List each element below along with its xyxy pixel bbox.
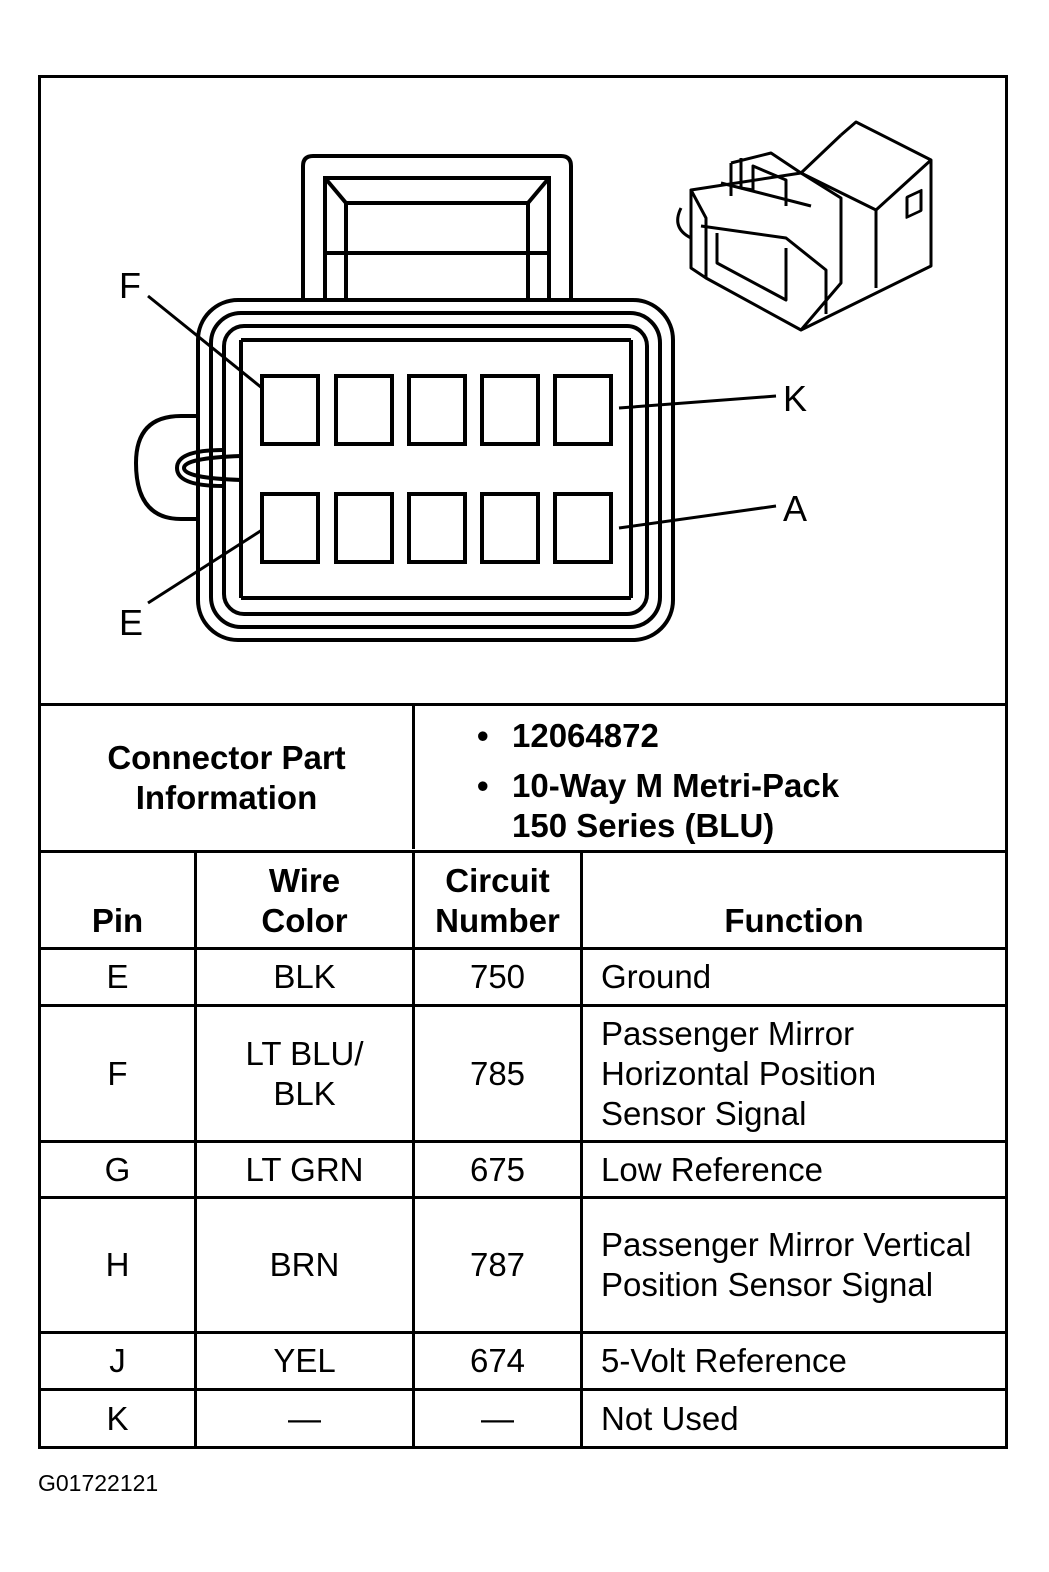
pin-label-bottom-left: E [119, 602, 143, 643]
header-bottom-border [41, 947, 1005, 950]
cell-circuit: 787 [469, 1246, 526, 1283]
cell-pin: G [104, 1150, 131, 1188]
cell-function: Passenger Mirror Vertical Position Senso… [601, 1226, 972, 1303]
connector-figure-frame: F E K A C [38, 75, 1008, 1449]
cell-pin: E [106, 958, 129, 995]
terminal-cavities [260, 374, 613, 564]
cell-circuit: 674 [469, 1342, 526, 1379]
cell-wire-color: YEL [273, 1342, 336, 1379]
cell-circuit: 675 [469, 1150, 526, 1188]
header-circuit-number: Circuit Number [435, 862, 560, 939]
pin-label-top-left: F [119, 265, 141, 306]
cell-function: Ground [601, 958, 712, 995]
cavity-E [260, 492, 320, 564]
cell-wire-color: — [288, 1399, 321, 1437]
info-bottom-border [41, 850, 1005, 853]
connector-face-diagram: F E K A [119, 120, 933, 643]
header-function: Function [724, 902, 864, 939]
figure-code: G01722121 [38, 1470, 159, 1496]
cell-function: 5-Volt Reference [601, 1342, 847, 1379]
cavity-H [407, 374, 467, 446]
header-wire-color: Wire Color [261, 862, 348, 939]
cell-pin: F [107, 1054, 128, 1092]
connector-lock-tab [301, 154, 573, 300]
cell-function: Passenger Mirror Horizontal Position Sen… [601, 1014, 877, 1132]
cell-function: Not Used [601, 1399, 739, 1437]
info-divider [412, 703, 415, 849]
row-divider [41, 1140, 1005, 1143]
column-divider [580, 850, 583, 1446]
cell-circuit: — [481, 1399, 514, 1437]
connector-3d-illustration [676, 120, 933, 332]
cell-pin: K [106, 1399, 129, 1437]
cavity-D [334, 492, 394, 564]
cell-wire-color: BLK [273, 958, 336, 995]
header-pin: Pin [91, 902, 144, 939]
cavity-G [480, 374, 540, 446]
cavity-K [260, 374, 320, 446]
cell-wire-color: LT GRN [245, 1150, 364, 1188]
cavity-A [553, 492, 613, 564]
connector-info-item: •12064872 [477, 717, 659, 754]
table-top-border [41, 703, 1005, 706]
pin-leader-lines [147, 294, 777, 605]
cavity-C [407, 492, 467, 564]
pin-label-top-right: K [783, 378, 807, 419]
cavity-B [480, 492, 540, 564]
cell-circuit: 750 [469, 958, 526, 995]
cell-circuit: 785 [469, 1054, 526, 1092]
cell-function: Low Reference [601, 1150, 823, 1188]
connector-info-item: •10-Way M Metri-Pack 150 Series (BLU) [477, 767, 840, 844]
cell-pin: J [109, 1342, 126, 1379]
cell-wire-color: LT BLU/ BLK [245, 1034, 364, 1112]
row-divider [41, 1196, 1005, 1199]
cell-wire-color: BRN [269, 1246, 340, 1283]
cavity-F [553, 374, 613, 446]
column-divider [412, 850, 415, 1446]
cavity-J [334, 374, 394, 446]
row-divider [41, 1004, 1005, 1007]
cell-pin: H [105, 1246, 130, 1283]
column-divider [194, 850, 197, 1446]
pin-label-bottom-right: A [783, 488, 807, 529]
row-divider [41, 1388, 1005, 1391]
connector-info-list: •12064872 •10-Way M Metri-Pack 150 Serie… [477, 716, 917, 856]
row-divider [41, 1331, 1005, 1334]
connector-info-label: Connector Part Information [107, 739, 346, 816]
connector-housing [196, 298, 675, 642]
